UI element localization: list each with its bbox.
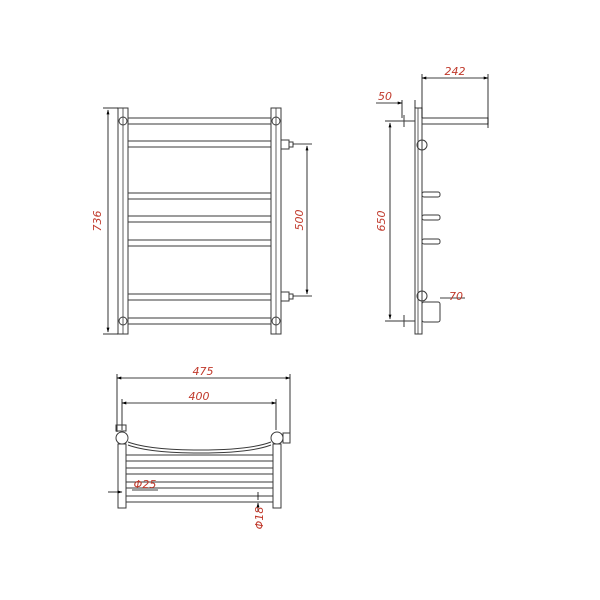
top-right-fitting <box>270 431 284 445</box>
side-depth-label: 242 <box>445 65 466 78</box>
side-top-shelf <box>421 117 489 125</box>
side-pipe-label: 70 <box>449 290 463 303</box>
front-lower-fitting <box>280 291 290 302</box>
top-left-fitting <box>115 431 129 445</box>
side-offset-label: 50 <box>378 90 392 103</box>
top-connection-spacing-label: 400 <box>189 390 210 403</box>
front-horizontal-bars <box>127 117 272 325</box>
front-height-label: 736 <box>91 211 104 232</box>
front-top-right-cap <box>271 116 281 126</box>
front-upper-fitting <box>280 139 290 150</box>
front-view: 736 500 <box>91 107 312 335</box>
side-body <box>414 107 423 335</box>
side-view: 242 50 650 70 <box>375 65 489 335</box>
top-tube-small-label: Φ18 <box>253 507 266 530</box>
front-connection-spacing-label: 500 <box>293 210 306 231</box>
top-width-label: 475 <box>193 365 214 378</box>
top-tube-large-label: Φ25 <box>134 478 157 491</box>
front-top-left-cap <box>118 116 128 126</box>
side-height-label: 650 <box>375 211 388 232</box>
top-view: 475 400 Φ25 Φ18 <box>108 365 291 530</box>
